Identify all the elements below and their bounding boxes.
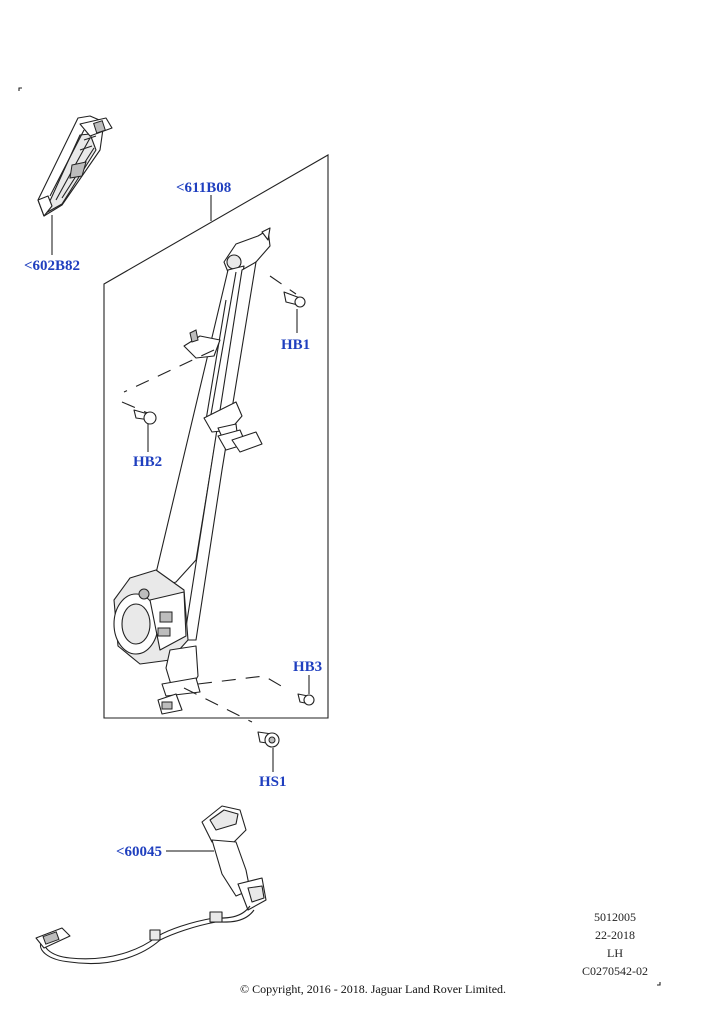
mount-line-hs1	[183, 687, 253, 723]
bolt-hb3[interactable]	[297, 693, 315, 706]
mount-line-guide	[123, 349, 215, 393]
reference-line-3: LH	[607, 946, 623, 960]
corner-mark-top-left	[18, 87, 22, 91]
reference-line-4: C0270542-02	[582, 964, 648, 978]
callout-hb2[interactable]: HB2	[133, 454, 162, 470]
height-adjuster-rail[interactable]	[37, 115, 113, 217]
assembly-outline-box	[103, 154, 329, 719]
bolt-hb1[interactable]	[283, 291, 306, 308]
seat-belt-retractor-assembly[interactable]	[113, 227, 271, 715]
seat-belt-buckle[interactable]	[35, 805, 267, 965]
callout-hb1[interactable]: HB1	[281, 337, 310, 353]
mount-line-hb2	[121, 401, 151, 415]
bolt-hb2[interactable]	[133, 409, 157, 425]
mount-line-hb1	[269, 275, 297, 295]
callout-hb3[interactable]: HB3	[293, 659, 322, 675]
callout-602b82[interactable]: <602B82	[24, 258, 80, 274]
copyright-notice: © Copyright, 2016 - 2018. Jaguar Land Ro…	[240, 982, 506, 996]
bolt-hs1[interactable]	[257, 731, 280, 748]
reference-line-1: 5012005	[594, 910, 636, 924]
callout-hs1[interactable]: HS1	[259, 774, 287, 790]
callout-60045[interactable]: <60045	[116, 844, 162, 860]
mount-line-lower	[197, 675, 289, 691]
callout-611b08[interactable]: <611B08	[176, 180, 231, 196]
reference-line-2: 22-2018	[595, 928, 635, 942]
corner-mark-bottom-right	[657, 982, 661, 986]
